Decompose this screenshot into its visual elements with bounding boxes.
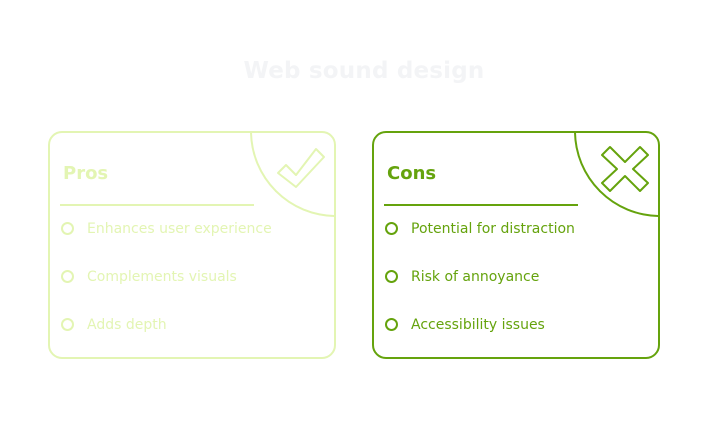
- cross-icon: [601, 146, 649, 192]
- cons-item-text: Accessibility issues: [411, 317, 545, 333]
- circle-bullet-icon: [385, 318, 398, 331]
- circle-bullet-icon: [61, 318, 74, 331]
- pros-corner-badge: [250, 133, 334, 217]
- cons-item-text: Risk of annoyance: [411, 269, 540, 285]
- cons-heading: Cons: [387, 163, 437, 184]
- circle-bullet-icon: [61, 222, 74, 235]
- pros-heading: Pros: [63, 163, 109, 184]
- cons-item-text: Potential for distraction: [411, 221, 575, 237]
- pros-card: Pros Enhances user experience Complement…: [48, 131, 336, 359]
- circle-bullet-icon: [385, 222, 398, 235]
- circle-bullet-icon: [61, 270, 74, 283]
- pros-item-text: Enhances user experience: [87, 221, 272, 237]
- cons-card: Cons Potential for distraction Risk of a…: [372, 131, 660, 359]
- cons-corner-badge: [574, 133, 658, 217]
- circle-bullet-icon: [385, 270, 398, 283]
- pros-item-text: Adds depth: [87, 317, 167, 333]
- page-title: Web sound design: [243, 58, 485, 84]
- cons-divider: [384, 204, 578, 206]
- pros-item-text: Complements visuals: [87, 269, 237, 285]
- check-icon: [277, 148, 325, 188]
- pros-divider: [60, 204, 254, 206]
